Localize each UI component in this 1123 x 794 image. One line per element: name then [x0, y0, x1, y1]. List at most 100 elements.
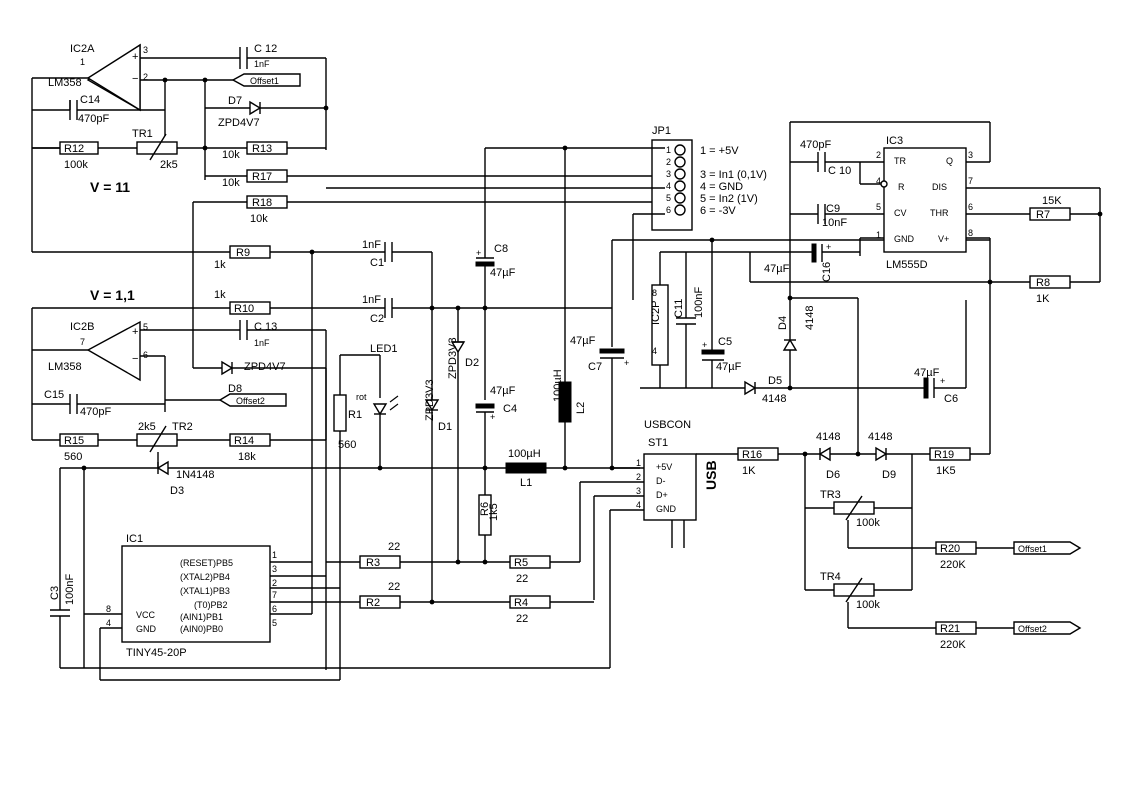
- svg-text:100k: 100k: [64, 159, 88, 171]
- svg-text:470pF: 470pF: [80, 406, 111, 418]
- svg-text:R9: R9: [236, 247, 250, 259]
- svg-text:4148: 4148: [816, 431, 840, 443]
- svg-text:ZPD3V3: ZPD3V3: [424, 379, 436, 421]
- svg-text:D7: D7: [228, 95, 242, 107]
- svg-text:ST1: ST1: [648, 437, 668, 449]
- svg-text:4148: 4148: [868, 431, 892, 443]
- svg-text:4: 4: [876, 176, 881, 186]
- ic3-block: IC3 LM555D TR Q R DIS CV THR GND V+ 2 4 …: [749, 121, 1103, 454]
- svg-text:ZPD3V3: ZPD3V3: [447, 337, 459, 379]
- svg-text:1K: 1K: [742, 465, 756, 477]
- svg-text:C8: C8: [494, 243, 508, 255]
- svg-text:8: 8: [652, 288, 657, 298]
- svg-text:100nF: 100nF: [693, 287, 705, 318]
- ic1-block: IC1 TINY45-20P VCC GND (RESET)PB5 (XTAL2…: [49, 249, 610, 681]
- svg-text:C 13: C 13: [254, 321, 277, 333]
- svg-text:DIS: DIS: [932, 182, 947, 192]
- svg-text:C5: C5: [718, 336, 732, 348]
- svg-text:Offset2: Offset2: [236, 396, 265, 406]
- input-protection: R1 560 LED1 rot ZPD3V3 D1 ZPD3V3 D2 + C8…: [311, 145, 629, 680]
- svg-text:6: 6: [968, 202, 973, 212]
- svg-text:4 = GND: 4 = GND: [700, 181, 743, 193]
- svg-text:22: 22: [516, 613, 528, 625]
- svg-text:TR: TR: [894, 156, 906, 166]
- svg-text:1: 1: [636, 458, 641, 468]
- ic2a-part: LM358: [48, 77, 82, 89]
- svg-text:R4: R4: [514, 597, 528, 609]
- svg-text:47µF: 47µF: [490, 385, 516, 397]
- svg-text:ZPD4V7: ZPD4V7: [244, 361, 286, 373]
- svg-text:L2: L2: [575, 402, 587, 414]
- svg-text:D4: D4: [777, 316, 789, 330]
- svg-text:1: 1: [80, 57, 85, 67]
- svg-text:220K: 220K: [940, 639, 966, 651]
- svg-text:4: 4: [106, 618, 111, 628]
- offset1-flag: Offset1: [250, 76, 279, 86]
- svg-text:R5: R5: [514, 557, 528, 569]
- svg-text:6: 6: [666, 205, 671, 215]
- svg-text:R13: R13: [252, 143, 272, 155]
- svg-text:D3: D3: [170, 485, 184, 497]
- svg-text:2: 2: [666, 157, 671, 167]
- svg-text:C9: C9: [826, 203, 840, 215]
- svg-text:rot: rot: [356, 392, 367, 402]
- svg-text:TR2: TR2: [172, 421, 193, 433]
- svg-text:IC3: IC3: [886, 135, 903, 147]
- svg-text:GND: GND: [136, 624, 157, 634]
- svg-text:TR3: TR3: [820, 489, 841, 501]
- svg-text:10k: 10k: [222, 149, 240, 161]
- svg-text:R6: R6: [479, 502, 491, 516]
- svg-text:7: 7: [968, 176, 973, 186]
- svg-text:IC2B: IC2B: [70, 321, 94, 333]
- svg-text:+: +: [490, 412, 495, 422]
- svg-text:D1: D1: [438, 421, 452, 433]
- svg-text:5: 5: [876, 202, 881, 212]
- svg-text:4148: 4148: [804, 306, 816, 330]
- svg-text:R18: R18: [252, 197, 272, 209]
- svg-text:CV: CV: [894, 208, 907, 218]
- svg-text:1nF: 1nF: [254, 338, 270, 348]
- svg-text:47µF: 47µF: [914, 367, 940, 379]
- svg-text:JP1: JP1: [652, 125, 671, 137]
- svg-text:D8: D8: [228, 383, 242, 395]
- svg-text:R14: R14: [234, 435, 254, 447]
- svg-text:IC2P: IC2P: [650, 301, 662, 325]
- svg-text:3: 3: [272, 564, 277, 574]
- svg-text:8: 8: [106, 604, 111, 614]
- svg-text:R16: R16: [742, 449, 762, 461]
- svg-text:1nF: 1nF: [254, 59, 270, 69]
- svg-text:R19: R19: [934, 449, 954, 461]
- svg-text:4: 4: [652, 346, 657, 356]
- svg-text:(XTAL1)PB3: (XTAL1)PB3: [180, 586, 230, 596]
- svg-text:Offset2: Offset2: [1018, 624, 1047, 634]
- svg-text:5: 5: [272, 618, 277, 628]
- svg-text:22: 22: [388, 541, 400, 553]
- svg-text:1K5: 1K5: [936, 465, 956, 477]
- svg-text:LM358: LM358: [48, 361, 82, 373]
- svg-text:5: 5: [666, 193, 671, 203]
- svg-text:GND: GND: [894, 234, 915, 244]
- svg-text:−: −: [132, 73, 138, 85]
- svg-text:C2: C2: [370, 313, 384, 325]
- svg-text:1N4148: 1N4148: [176, 469, 215, 481]
- svg-text:+5V: +5V: [656, 462, 672, 472]
- svg-text:100µH: 100µH: [508, 448, 541, 460]
- svg-text:1k: 1k: [214, 259, 226, 271]
- svg-text:22: 22: [516, 573, 528, 585]
- svg-text:R7: R7: [1036, 209, 1050, 221]
- svg-text:R3: R3: [366, 557, 380, 569]
- svg-text:C4: C4: [503, 403, 517, 415]
- svg-text:22: 22: [388, 581, 400, 593]
- svg-text:R1: R1: [348, 409, 362, 421]
- charge-pump: D4 4148 D5 4148 47µF C6 +: [712, 295, 967, 454]
- svg-text:1 = +5V: 1 = +5V: [700, 145, 739, 157]
- svg-text:18k: 18k: [238, 451, 256, 463]
- svg-text:R21: R21: [940, 623, 960, 635]
- svg-text:TR4: TR4: [820, 571, 841, 583]
- svg-text:+: +: [826, 242, 831, 252]
- svg-text:LED1: LED1: [370, 343, 398, 355]
- svg-text:47µF: 47µF: [764, 263, 790, 275]
- offset-network: R16 1K 4148 D6 4148 D9 R19 1K5 TR3 100k …: [737, 431, 1082, 651]
- svg-text:+: +: [476, 248, 481, 258]
- svg-text:C7: C7: [588, 361, 602, 373]
